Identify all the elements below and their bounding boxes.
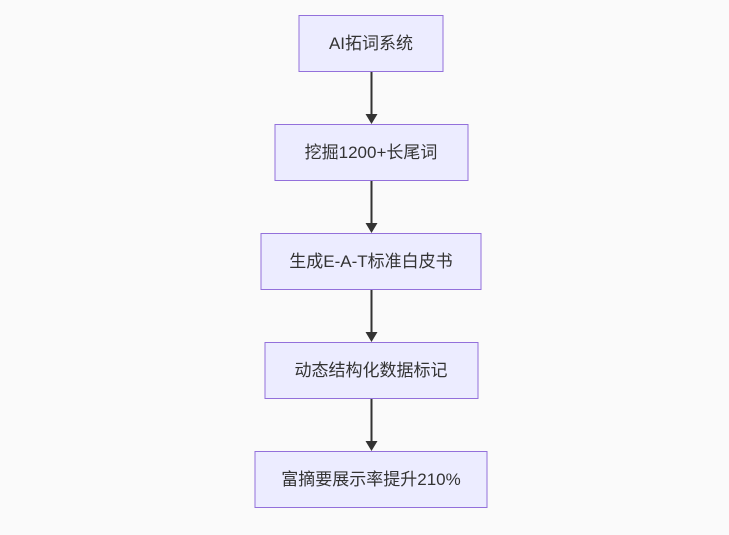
flow-node-rich-snippet-rate: 富摘要展示率提升210% (254, 451, 488, 508)
flow-arrow-1 (365, 72, 377, 124)
flowchart: AI拓词系统 挖掘1200+长尾词 生成E-A-T标准白皮书 动态结构化数据标记… (254, 15, 488, 508)
flow-node-ai-word-expansion-system: AI拓词系统 (298, 15, 444, 72)
flow-arrow-3 (365, 290, 377, 342)
node-label: 生成E-A-T标准白皮书 (289, 252, 453, 271)
arrow-line (370, 181, 372, 223)
flow-arrow-4 (365, 399, 377, 451)
node-label: 挖掘1200+长尾词 (304, 143, 438, 162)
flow-node-structured-data-markup: 动态结构化数据标记 (264, 342, 478, 399)
arrowhead-down-icon (365, 441, 377, 451)
node-label: 动态结构化数据标记 (294, 361, 448, 380)
node-label: AI拓词系统 (328, 34, 414, 53)
flow-arrow-2 (365, 181, 377, 233)
arrow-line (370, 72, 372, 114)
arrowhead-down-icon (365, 114, 377, 124)
arrowhead-down-icon (365, 332, 377, 342)
arrow-line (370, 290, 372, 332)
node-label: 富摘要展示率提升210% (281, 470, 461, 489)
arrowhead-down-icon (365, 223, 377, 233)
flow-node-eat-whitepaper: 生成E-A-T标准白皮书 (260, 233, 482, 290)
arrow-line (370, 399, 372, 441)
flow-node-longtail-keywords: 挖掘1200+长尾词 (274, 124, 468, 181)
